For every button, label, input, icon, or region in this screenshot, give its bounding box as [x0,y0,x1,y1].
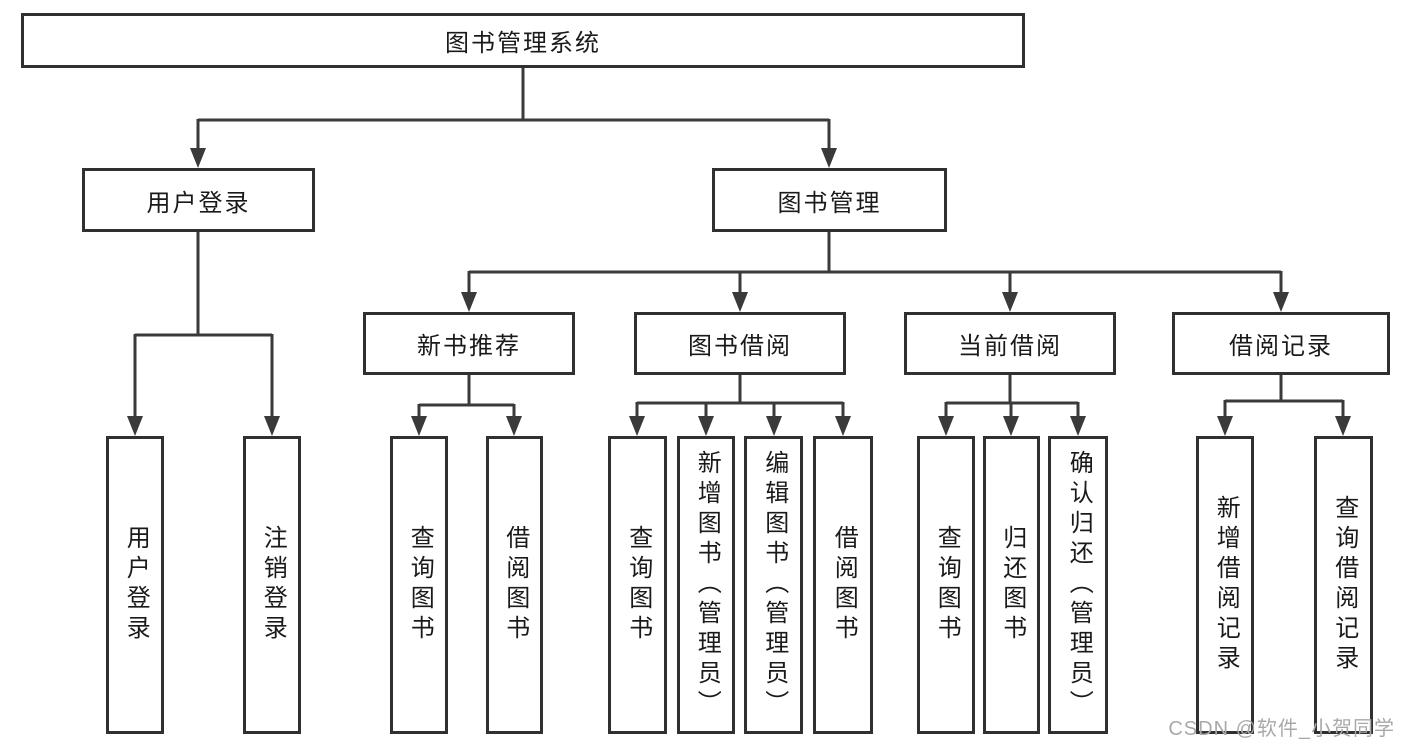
leaf-bb-add-books-admin: 新增图书（管理员） [677,436,735,734]
leaf-bb-edit-books-admin: 编辑图书（管理员） [744,436,803,734]
leaf-nbr-query-books: 查询图书 [390,436,448,734]
arrowhead [629,416,645,436]
arrowhead [127,416,143,436]
connector-user-login-to-leaves [133,232,274,424]
leaf-user-login: 用户登录 [106,436,164,734]
arrowhead [461,292,477,312]
arrowhead [1217,416,1233,436]
leaf-bb-borrow-books: 借阅图书 [813,436,873,734]
connector-new-book-rec-to-leaves [417,375,516,424]
node-user-login: 用户登录 [82,168,315,232]
arrowhead [821,148,837,168]
node-label: 借阅图书 [830,525,858,645]
node-label: 查询图书 [624,525,652,645]
node-label: 新增图书（管理员） [693,450,721,720]
leaf-br-query-borrow-record: 查询借阅记录 [1314,436,1373,734]
node-current-borrowing: 当前借阅 [904,312,1116,375]
node-label: 查询借阅记录 [1330,495,1358,675]
node-book-management: 图书管理 [712,168,947,232]
node-label: 查询图书 [406,525,434,645]
node-label: 借阅记录 [1229,333,1333,360]
arrowhead [732,292,748,312]
node-label: 图书管理 [777,189,882,217]
connector-book-mgmt-to-level3 [467,232,1283,300]
connector-root-to-level2 [196,68,831,156]
arrowhead [1002,292,1018,312]
arrowhead [1003,416,1019,436]
leaf-nbr-borrow-books: 借阅图书 [486,436,543,734]
node-label: 当前借阅 [958,333,1062,360]
arrowhead [264,416,280,436]
node-book-borrowing: 图书借阅 [634,312,846,375]
leaf-logout: 注销登录 [243,436,301,734]
node-label: 图书管理系统 [445,30,601,57]
node-label: 查询图书 [933,525,961,645]
connector-book-borrow-to-leaves [635,375,845,424]
node-label: 新增借阅记录 [1212,495,1240,675]
arrowhead [506,416,522,436]
node-label: 注销登录 [259,525,287,645]
arrowhead [411,416,427,436]
arrowhead [1070,416,1086,436]
connector-current-borrow-to-leaves [944,375,1080,424]
csdn-watermark: CSDN @软件_小贺同学 [1168,718,1395,740]
node-borrowing-records: 借阅记录 [1172,312,1390,375]
arrowhead [190,148,206,168]
node-label: 归还图书 [998,525,1026,645]
leaf-cb-confirm-return-admin: 确认归还（管理员） [1048,436,1108,734]
arrowhead [766,416,782,436]
node-label: 新书推荐 [417,333,521,360]
node-label: 用户登录 [146,189,251,217]
node-root-library-system: 图书管理系统 [21,13,1025,68]
connector-borrow-records-to-leaves [1223,375,1345,424]
node-label: 用户登录 [122,525,150,645]
leaf-cb-return-books: 归还图书 [983,436,1040,734]
arrowhead [698,416,714,436]
node-label: 编辑图书（管理员） [760,450,788,720]
node-new-book-recommend: 新书推荐 [363,312,575,375]
arrowhead [938,416,954,436]
leaf-bb-query-books: 查询图书 [608,436,667,734]
leaf-br-add-borrow-record: 新增借阅记录 [1196,436,1254,734]
node-label: 借阅图书 [501,525,529,645]
arrowhead [1335,416,1351,436]
arrowhead [1273,292,1289,312]
node-label: 图书借阅 [688,333,792,360]
arrowhead [835,416,851,436]
leaf-cb-query-books: 查询图书 [917,436,975,734]
node-label: 确认归还（管理员） [1065,450,1093,720]
